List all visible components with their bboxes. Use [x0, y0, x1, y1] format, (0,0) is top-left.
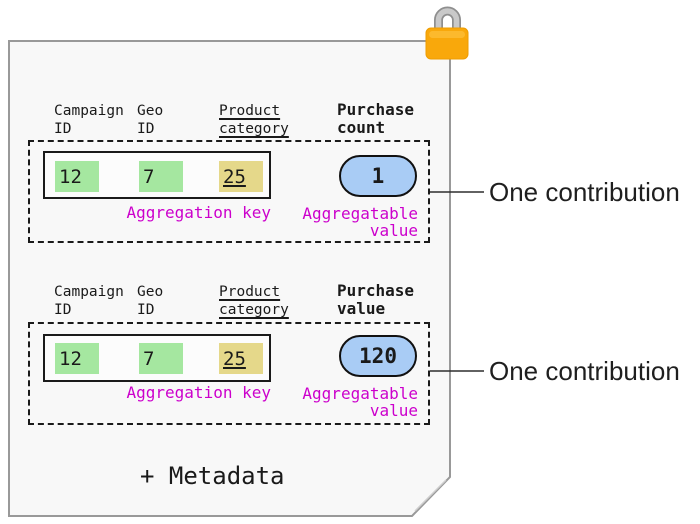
column-header-geo-id: Geo ID [137, 284, 164, 318]
lock-icon [425, 6, 469, 60]
geo-id-cell: 7 [139, 161, 183, 192]
column-header-campaign-id: Campaign ID [54, 103, 124, 137]
product-category-cell: 25 [219, 343, 263, 374]
aggregatable-value-label: Aggregatable value [302, 204, 418, 240]
column-header-campaign-id: Campaign ID [54, 284, 124, 318]
metadata-label: + Metadata [140, 462, 285, 490]
column-header-geo-id: Geo ID [137, 103, 164, 137]
contribution-boundary [28, 140, 430, 243]
product-category-value: 25 [223, 165, 246, 188]
campaign-id-value: 12 [59, 165, 82, 188]
column-header-product-category: Product category [219, 103, 289, 137]
purchase-count-value: 1 [371, 164, 385, 188]
aggregation-key-label: Aggregation key [126, 383, 272, 402]
column-header-product-category: Product category [219, 284, 289, 318]
product-category-value: 25 [223, 347, 246, 370]
aggregatable-value-pill: 1 [339, 155, 417, 197]
product-category-cell: 25 [219, 161, 263, 192]
geo-id-value: 7 [143, 165, 155, 188]
geo-id-value: 7 [143, 347, 155, 370]
campaign-id-cell: 12 [55, 343, 99, 374]
column-header-purchase-count: Purchase count [337, 100, 415, 137]
purchase-value-value: 120 [359, 344, 397, 368]
aggregatable-value-pill: 120 [339, 335, 417, 377]
campaign-id-value: 12 [59, 347, 82, 370]
aggregation-key-label: Aggregation key [126, 203, 272, 222]
geo-id-cell: 7 [139, 343, 183, 374]
one-contribution-label: One contribution [489, 177, 680, 207]
fold-line [414, 479, 447, 512]
contribution-boundary [28, 322, 430, 425]
one-contribution-label: One contribution [489, 356, 680, 386]
campaign-id-cell: 12 [55, 161, 99, 192]
column-header-purchase-value: Purchase value [337, 281, 415, 318]
aggregatable-value-label: Aggregatable value [302, 384, 418, 420]
